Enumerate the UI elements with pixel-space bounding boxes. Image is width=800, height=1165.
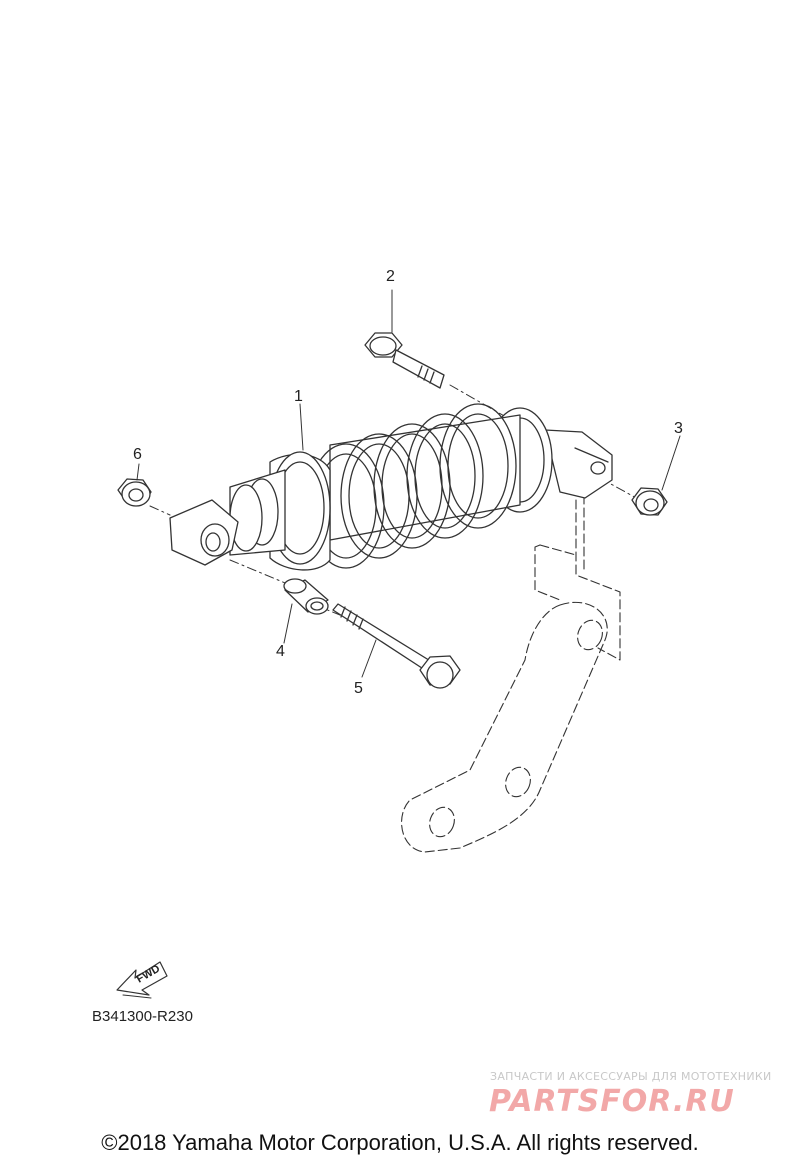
callout-3: 3 [674,420,683,437]
spring-coils [307,403,517,569]
phantom-linkage-bracket [401,494,621,853]
diagram-code: B341300-R230 [92,1008,193,1025]
part-5-lower-bolt [332,603,461,689]
part-2-upper-bolt [364,332,445,389]
copyright-notice: ©2018 Yamaha Motor Corporation, U.S.A. A… [101,1130,699,1155]
callout-4: 4 [276,643,285,660]
watermark-tagline: ЗАПЧАСТИ И АКСЕССУАРЫ ДЛЯ МОТОТЕХНИКИ [490,1070,772,1083]
part-4-collar [283,578,329,615]
callout-6: 6 [133,446,142,463]
part-6-nut [117,478,152,507]
callout-5: 5 [354,680,363,697]
part-3-nut [631,487,668,516]
callout-1: 1 [294,388,303,405]
callout-2: 2 [386,268,395,285]
leader-lines [136,289,681,678]
watermark-logo: PARTSFOR.RU [489,1084,735,1119]
part-1-rear-shock-absorber [169,403,613,571]
fwd-arrow-icon: FWD [116,961,168,999]
